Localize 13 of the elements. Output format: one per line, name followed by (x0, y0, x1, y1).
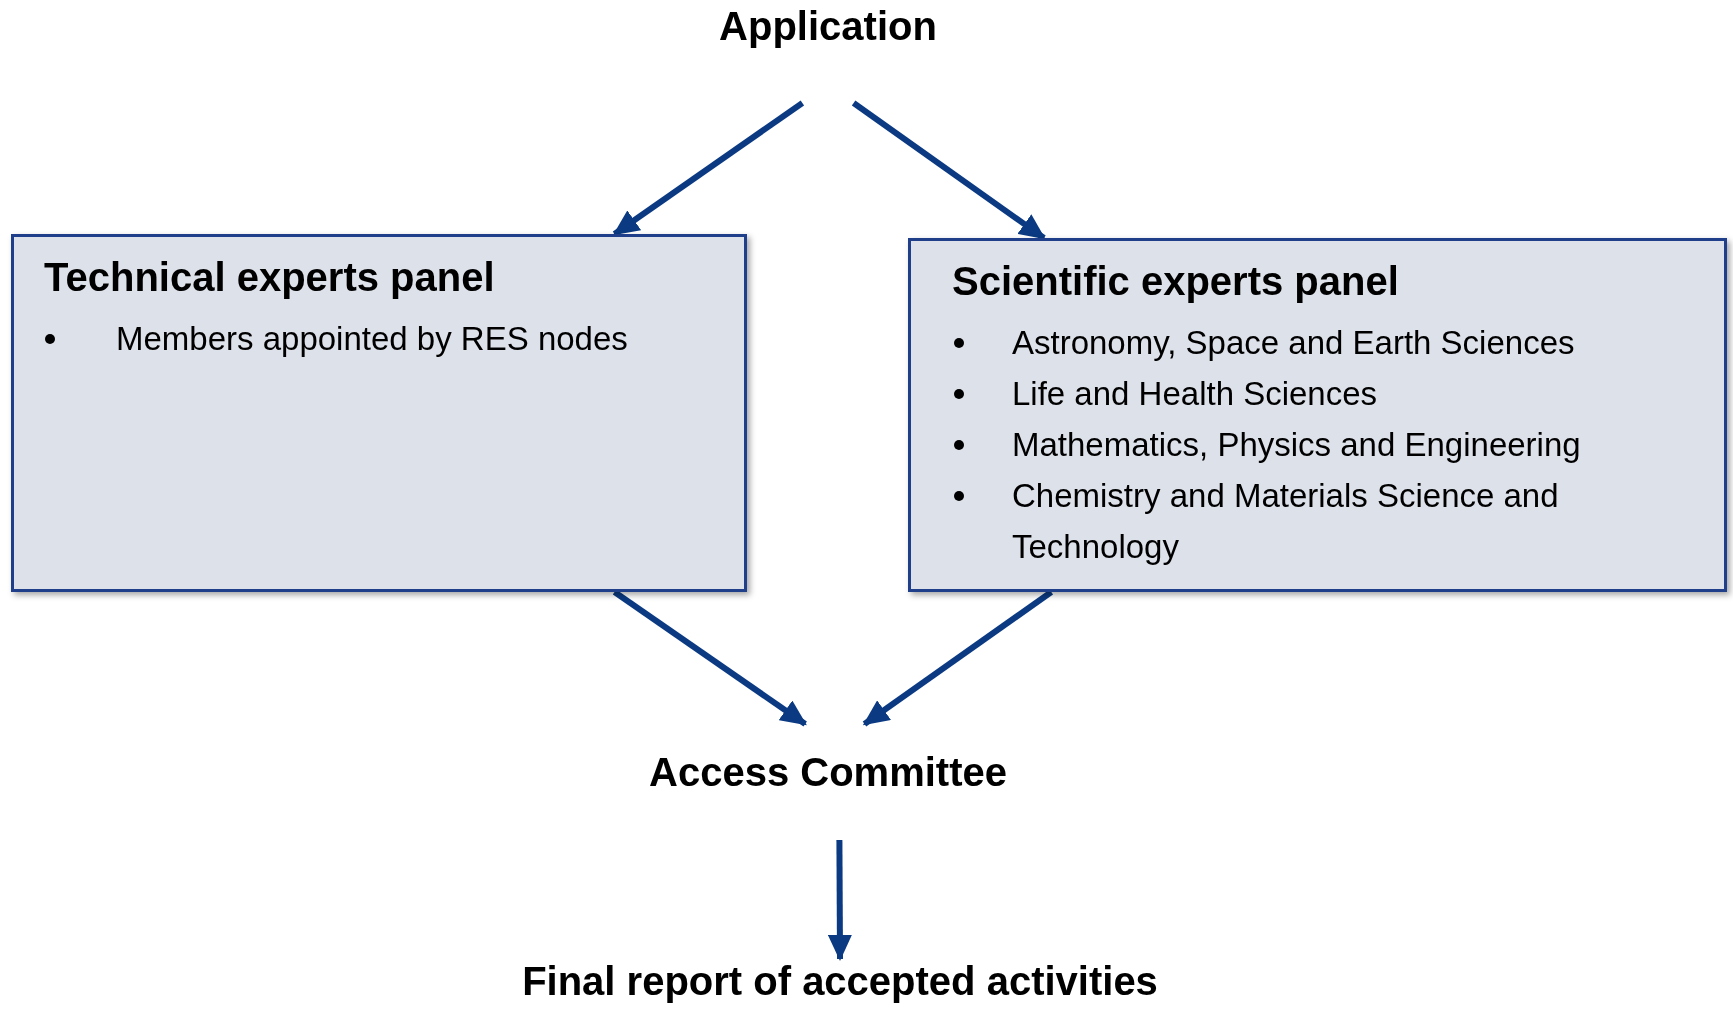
end-label: Final report of accepted activities (522, 959, 1158, 1003)
bullet-item: Chemistry and Materials Science and Technology (1012, 476, 1560, 567)
panel-box (11, 234, 747, 592)
arrow (827, 839, 852, 961)
start-label: Application (719, 4, 937, 48)
bullet-item: Mathematics, Physics and Engineering (1012, 425, 1582, 465)
panel-box (908, 238, 1727, 592)
bullet-item: Members appointed by RES nodes (116, 319, 629, 359)
committee-label: Access Committee (649, 750, 1007, 794)
bullet-item: Life and Health Sciences (1012, 374, 1379, 414)
panel-heading: Technical experts panel (44, 255, 495, 300)
panel-heading: Scientific experts panel (952, 259, 1399, 304)
bullet-item: Astronomy, Space and Earth Sciences (1012, 323, 1576, 363)
